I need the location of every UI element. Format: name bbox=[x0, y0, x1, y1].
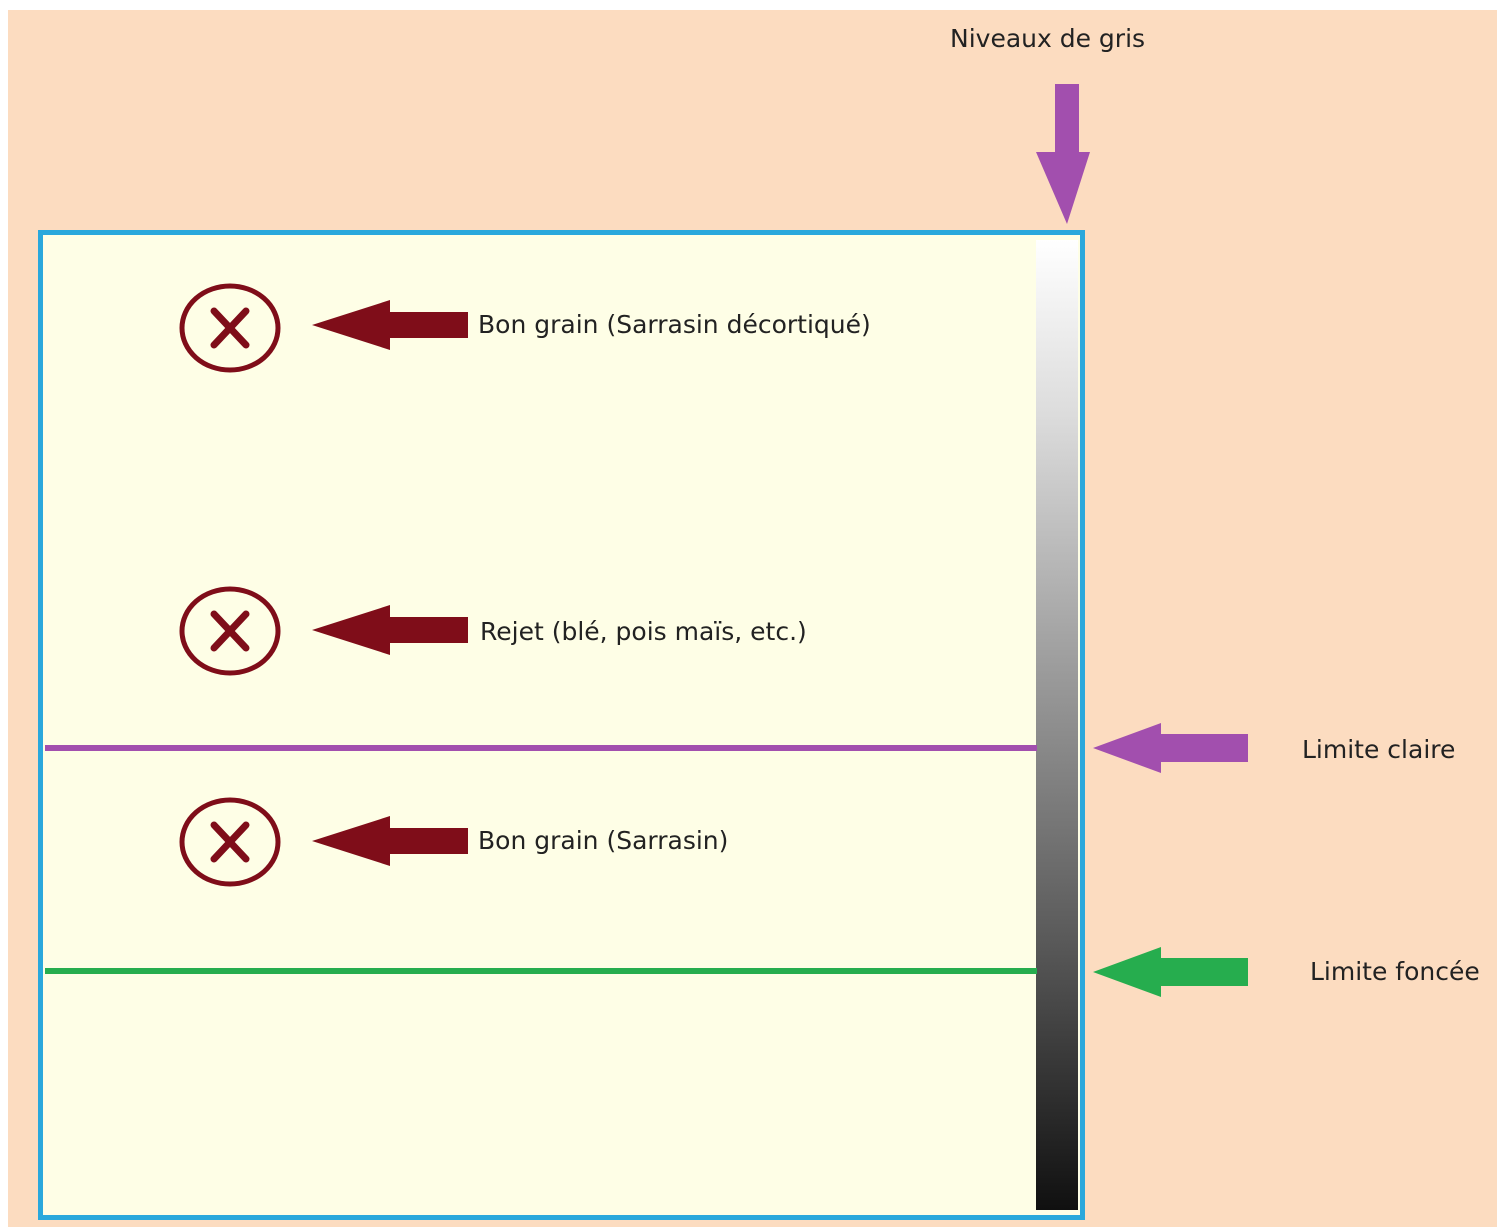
down-arrow-icon bbox=[1036, 84, 1090, 224]
left-arrow-icon bbox=[312, 816, 468, 866]
limit-foncee-label: Limite foncée bbox=[1310, 957, 1480, 986]
left-arrow-icon bbox=[312, 300, 468, 350]
x-circle-icon bbox=[179, 283, 281, 373]
left-arrow-icon bbox=[1093, 947, 1248, 997]
limit-claire-label: Limite claire bbox=[1302, 735, 1456, 764]
left-arrow-icon bbox=[1093, 723, 1248, 773]
item-label: Rejet (blé, pois maïs, etc.) bbox=[480, 617, 807, 646]
left-arrow-icon bbox=[312, 605, 468, 655]
gray-levels-title: Niveaux de gris bbox=[950, 24, 1146, 53]
sorting-panel bbox=[38, 230, 1085, 1220]
x-circle-icon bbox=[179, 586, 281, 676]
limit-claire-line bbox=[45, 745, 1037, 751]
item-label: Bon grain (Sarrasin) bbox=[478, 826, 729, 855]
limit-foncee-line bbox=[45, 968, 1037, 974]
item-label: Bon grain (Sarrasin décortiqué) bbox=[478, 310, 871, 339]
gray-scale-bar bbox=[1036, 240, 1078, 1210]
x-circle-icon bbox=[179, 797, 281, 887]
